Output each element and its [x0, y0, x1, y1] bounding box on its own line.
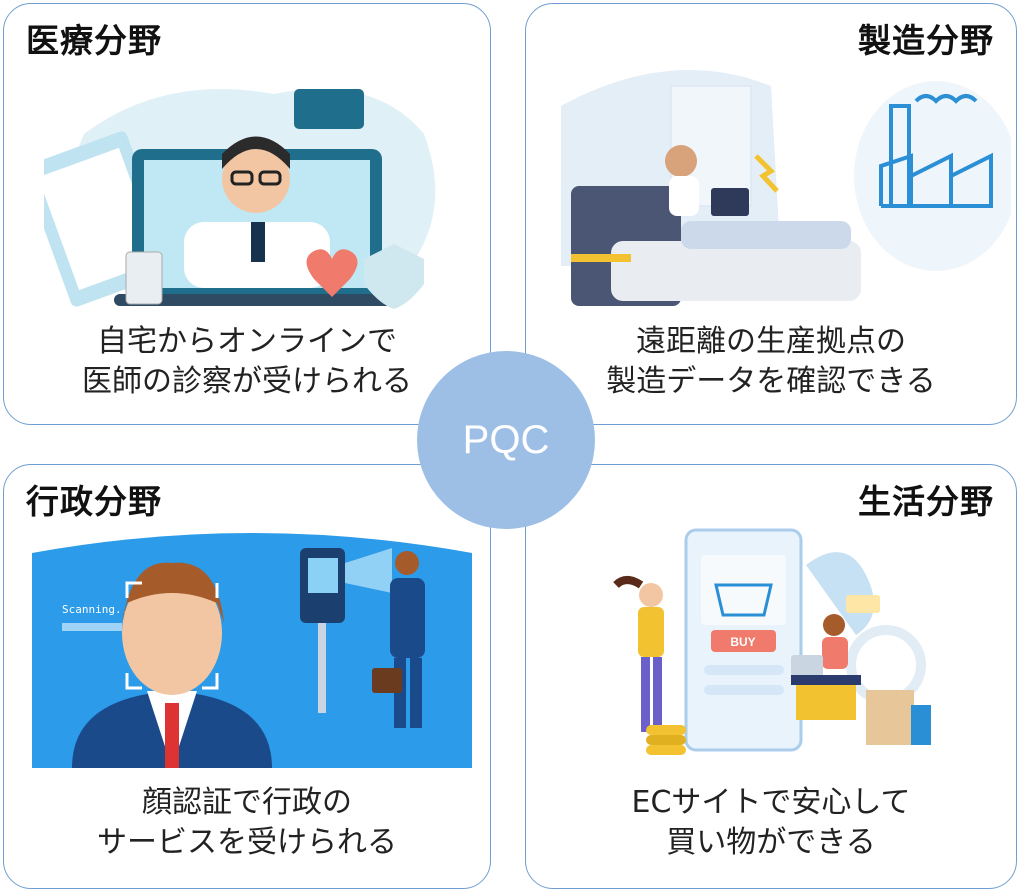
card-life: 生活分野 BUY	[525, 464, 1017, 889]
remote-work-illustration	[561, 70, 1011, 306]
face-recognition-illustration: Scanning...	[32, 533, 472, 768]
shield-icon	[364, 244, 424, 309]
card-government: 行政分野 Scanning... 顔認証で行政の	[3, 464, 491, 889]
card-caption: 自宅からオンラインで 医師の診察が受けられる	[4, 322, 490, 402]
coins-icon	[646, 725, 686, 755]
caption-line-1: 自宅からオンラインで	[97, 324, 397, 359]
gear-icon	[846, 625, 926, 705]
caption-line-1: 遠距離の生産拠点の	[636, 324, 906, 359]
center-label: PQC	[462, 417, 550, 462]
doctor-avatar	[184, 136, 330, 288]
card-caption: 顔認証で行政の サービスを受けられる	[4, 783, 490, 863]
face-avatar	[72, 562, 272, 768]
kiosk-icon	[300, 548, 392, 713]
ecommerce-illustration: BUY	[613, 528, 931, 755]
center-circle: PQC	[417, 351, 595, 529]
man-laptop-icon	[791, 614, 861, 720]
buy-button	[711, 630, 776, 652]
caption-line-1: 顔認証で行政の	[142, 785, 352, 820]
scanning-text: Scanning...	[62, 603, 135, 631]
caption-line-2: 医師の診察が受けられる	[82, 364, 412, 399]
telemedicine-illustration	[44, 89, 436, 309]
lightning-icon	[754, 154, 779, 193]
card-title: 行政分野	[26, 482, 162, 521]
checkmark-card-icon	[846, 595, 880, 613]
woman-shopper-icon	[613, 576, 664, 732]
briefcase-icon	[372, 668, 402, 693]
smartphone-icon: BUY	[684, 528, 803, 752]
card-title: 医療分野	[26, 21, 162, 60]
laptop-icon	[791, 655, 823, 677]
caption-line-2: 製造データを確認できる	[606, 364, 936, 399]
card-manufacturing: 製造分野 遠距離の生産拠点の 製造データを確認できる	[525, 3, 1017, 425]
caption-line-2: サービスを受けられる	[97, 825, 397, 860]
caption-line-2: 買い物ができる	[666, 825, 876, 860]
card-medical: 医療分野 自宅からオンラインで 医師の診察が受けられる	[3, 3, 491, 425]
pill-bottle-icon	[125, 251, 163, 305]
caption-line-1: ECサイトで安心して	[631, 785, 911, 820]
factory-icon	[879, 94, 993, 208]
scan-label: Scanning...	[62, 603, 135, 616]
thought-bubble	[854, 81, 1011, 271]
card-title: 製造分野	[858, 21, 994, 60]
person-icon	[665, 145, 699, 216]
chat-bubble-icon	[294, 89, 364, 129]
heart-icon	[306, 249, 358, 297]
buy-label: BUY	[730, 635, 755, 649]
basket-icon	[714, 583, 773, 617]
card-caption: ECサイトで安心して 買い物ができる	[526, 783, 1016, 863]
shopping-bag-icon	[866, 690, 914, 745]
businessman-icon	[372, 551, 425, 728]
card-title: 生活分野	[858, 482, 994, 521]
laptop-icon	[711, 188, 749, 216]
card-caption: 遠距離の生産拠点の 製造データを確認できる	[526, 322, 1016, 402]
scan-frame	[125, 581, 219, 690]
bed-icon	[571, 186, 861, 306]
